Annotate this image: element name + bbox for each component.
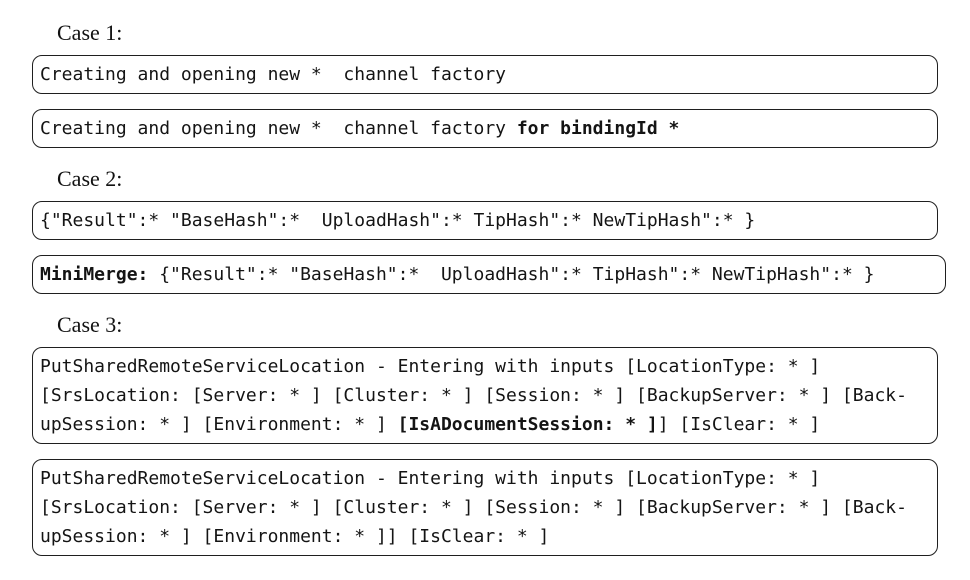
log-text-segment: upSession: * ] [Environment: * ] (40, 414, 398, 435)
log-text-segment: {"Result":* "BaseHash":* UploadHash":* T… (40, 210, 756, 231)
log-template-line: Creating and opening new * channel facto… (40, 114, 930, 143)
log-text-segment: ] [IsClear: * ] (657, 414, 821, 435)
case-label: Case 3: (57, 312, 123, 337)
log-template-line: upSession: * ] [Environment: * ] [IsADoc… (40, 410, 930, 439)
log-text-segment: {"Result":* "BaseHash":* UploadHash":* T… (148, 264, 875, 285)
log-text-segment: for bindingId * (516, 118, 680, 139)
log-template-line: [SrsLocation: [Server: * ] [Cluster: * ]… (40, 381, 930, 410)
log-template-box: Creating and opening new * channel facto… (32, 109, 938, 148)
log-text-segment: [IsADocumentSession: * ] (397, 414, 658, 435)
log-template-line: Creating and opening new * channel facto… (40, 60, 930, 89)
case-section-1: Case 1: Creating and opening new * chann… (32, 20, 938, 148)
log-template-box: MiniMerge: {"Result":* "BaseHash":* Uplo… (32, 255, 946, 294)
log-template-line: {"Result":* "BaseHash":* UploadHash":* T… (40, 206, 930, 235)
log-text-segment: [SrsLocation: [Server: * ] [Cluster: * ]… (40, 497, 907, 518)
log-text-segment: PutSharedRemoteServiceLocation - Enterin… (40, 468, 821, 489)
case-label: Case 1: (57, 20, 123, 45)
case-section-2: Case 2: {"Result":* "BaseHash":* UploadH… (32, 166, 946, 294)
log-template-box: PutSharedRemoteServiceLocation - Enterin… (32, 459, 938, 556)
log-text-segment: Creating and opening new * channel facto… (40, 64, 506, 85)
log-template-line: PutSharedRemoteServiceLocation - Enterin… (40, 464, 930, 493)
log-text-segment: MiniMerge: (40, 264, 149, 285)
log-template-box: Creating and opening new * channel facto… (32, 55, 938, 94)
log-text-segment: Creating and opening new * channel facto… (40, 118, 517, 139)
log-text-segment: PutSharedRemoteServiceLocation - Enterin… (40, 356, 821, 377)
log-template-box: {"Result":* "BaseHash":* UploadHash":* T… (32, 201, 938, 240)
log-template-line: MiniMerge: {"Result":* "BaseHash":* Uplo… (40, 260, 938, 289)
log-template-line: [SrsLocation: [Server: * ] [Cluster: * ]… (40, 493, 930, 522)
figure-log-templates: Case 1: Creating and opening new * chann… (32, 20, 946, 556)
log-template-line: PutSharedRemoteServiceLocation - Enterin… (40, 352, 930, 381)
log-text-segment: [SrsLocation: [Server: * ] [Cluster: * ]… (40, 385, 907, 406)
log-template-box: PutSharedRemoteServiceLocation - Enterin… (32, 347, 938, 444)
case-label: Case 2: (57, 166, 123, 191)
case-section-3: Case 3: PutSharedRemoteServiceLocation -… (32, 312, 938, 556)
log-text-segment: upSession: * ] [Environment: * ]] [IsCle… (40, 526, 550, 547)
log-template-line: upSession: * ] [Environment: * ]] [IsCle… (40, 522, 930, 551)
